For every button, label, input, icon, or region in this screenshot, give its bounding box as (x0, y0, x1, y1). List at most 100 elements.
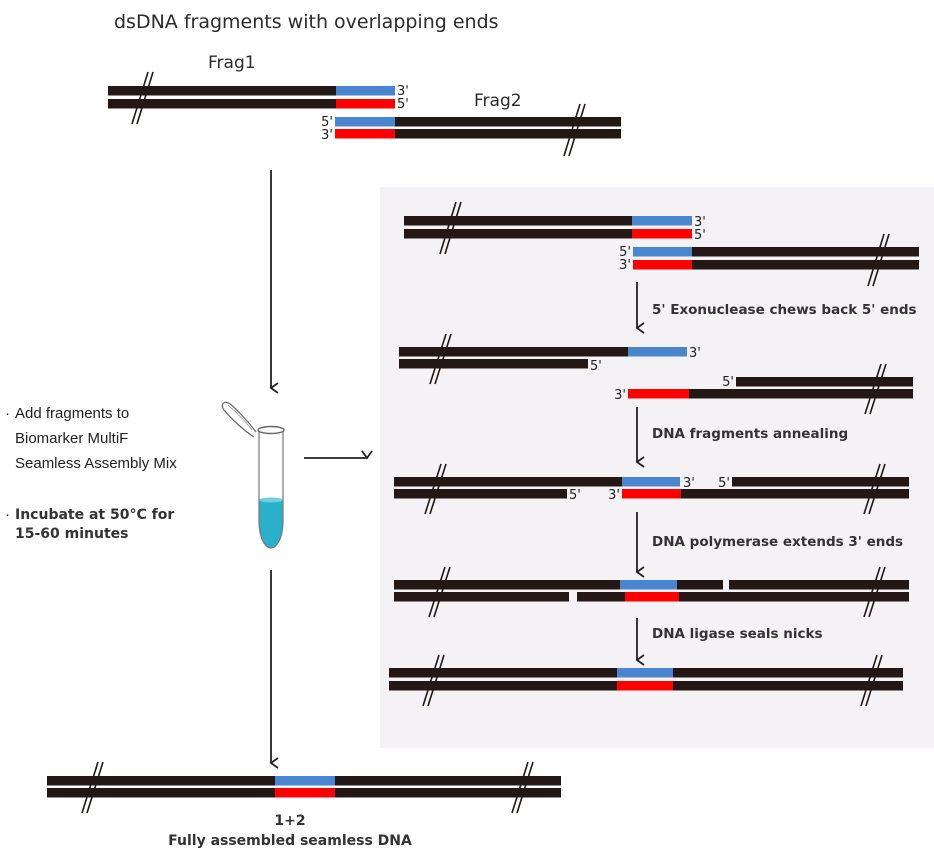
tube-cap-inner (227, 404, 253, 431)
five-prime-label: 5' (321, 115, 333, 130)
tube-body (258, 430, 284, 549)
overlap-segment-bottom (622, 489, 681, 499)
mechanism-panel (380, 187, 934, 748)
strand-segment (679, 592, 909, 602)
break-mark-slash (863, 463, 881, 515)
tube-liquid (259, 500, 283, 548)
three-prime-label: 3' (619, 258, 631, 273)
break-mark-slash (131, 71, 149, 125)
break-mark-slash (869, 363, 887, 415)
strand-segment (404, 229, 632, 239)
overlap-segment-top (632, 216, 692, 226)
overlap-segment-top (622, 477, 680, 487)
break-mark-slash (863, 566, 881, 618)
break-mark-slash (428, 566, 446, 618)
instruction-add-fragments: · Add fragments to Biomarker MultiF Seam… (5, 405, 177, 472)
bullet: · (5, 405, 10, 422)
strand-segment (673, 668, 903, 678)
result-label: 1+2 (274, 813, 305, 829)
break-mark-slash (427, 654, 445, 707)
break-mark-slash (422, 654, 440, 707)
overlap-segment-bottom (275, 788, 335, 798)
strand-segment (335, 788, 561, 798)
strand-segment (729, 580, 909, 590)
break-mark-slash (424, 463, 442, 515)
instruction-line: 15-60 minutes (15, 526, 129, 542)
overlap-segment-bottom (335, 129, 395, 139)
strand-segment (394, 477, 622, 487)
step-label-exonuclease: 5' Exonuclease chews back 5' ends (652, 302, 917, 318)
overlap-segment-top (628, 347, 687, 357)
three-prime-label: 3' (608, 488, 620, 503)
strand-segment (394, 592, 569, 602)
three-prime-label: 3' (683, 476, 695, 491)
frag1-label: Frag1 (208, 53, 256, 73)
strand-segment (692, 260, 919, 270)
diagram-title: dsDNA fragments with overlapping ends (114, 11, 499, 33)
overlap-segment-bottom (628, 389, 689, 399)
strand-segment (736, 377, 913, 387)
five-prime-label: 5' (397, 97, 409, 112)
break-mark-slash (868, 463, 886, 515)
dna-strands (47, 86, 919, 798)
break-mark-slash (429, 333, 447, 385)
break-mark-slash (86, 761, 104, 814)
strand-segment (677, 580, 723, 590)
end-labels: 3'5'5'3'3'5'5'3'3'5'5'3'3'5'5'3' (321, 84, 734, 503)
five-prime-label: 5' (694, 228, 706, 243)
step-label-annealing: DNA fragments annealing (652, 426, 848, 442)
break-mark-slash (434, 333, 452, 385)
five-prime-label: 5' (718, 476, 730, 491)
break-mark-slash (860, 654, 878, 707)
break-mark-slash (563, 103, 581, 157)
strand-segment (389, 681, 617, 691)
break-mark-slash (872, 233, 890, 287)
strand-segment (108, 86, 336, 96)
instruction-line: Seamless Assembly Mix (15, 455, 177, 472)
strand-segment (395, 117, 621, 127)
three-prime-label: 3' (397, 84, 409, 99)
strand-segment (404, 216, 632, 226)
tube-cap (221, 401, 257, 438)
instruction-line: Biomarker MultiF (15, 430, 128, 447)
bullet: · (5, 506, 10, 523)
strand-segment (681, 489, 909, 499)
break-mark-slash (865, 654, 883, 707)
three-prime-label: 3' (614, 388, 626, 403)
strand-segment (394, 580, 620, 590)
overlap-segment-bottom (633, 260, 692, 270)
instruction-line: Incubate at 50°C for (15, 507, 174, 523)
five-prime-label: 5' (619, 245, 631, 260)
instruction-line: Add fragments to (15, 405, 129, 422)
overlap-segment-top (620, 580, 677, 590)
step-label-ligase: DNA ligase seals nicks (652, 626, 823, 642)
strand-segment (399, 347, 628, 357)
break-mark-slash (511, 761, 529, 814)
result-caption: Fully assembled seamless DNA (168, 833, 412, 849)
strand-segment (47, 788, 275, 798)
strand-segment (689, 389, 913, 399)
overlap-segment-top (633, 247, 692, 257)
three-prime-label: 3' (321, 128, 333, 143)
break-mark-slash (81, 761, 99, 814)
five-prime-label: 5' (722, 375, 734, 390)
break-mark-slash (867, 233, 885, 287)
strand-segment (389, 668, 617, 678)
overlap-segment-bottom (632, 229, 692, 239)
strand-segment (335, 776, 561, 786)
three-prime-label: 3' (689, 346, 701, 361)
five-prime-label: 5' (569, 488, 581, 503)
break-mark-slash (516, 761, 534, 814)
break-mark-slash (136, 71, 154, 125)
break-mark-slash (439, 201, 457, 255)
strand-segment (47, 776, 275, 786)
overlap-segment-bottom (617, 681, 673, 691)
strand-segment (692, 247, 919, 257)
strand-segment (108, 99, 336, 109)
strand-segment (394, 489, 567, 499)
break-mark-slash (868, 566, 886, 618)
instruction-incubate: · Incubate at 50°C for 15-60 minutes (5, 506, 174, 542)
tube-liquid-surface (259, 497, 283, 503)
tube-rim (257, 425, 285, 435)
